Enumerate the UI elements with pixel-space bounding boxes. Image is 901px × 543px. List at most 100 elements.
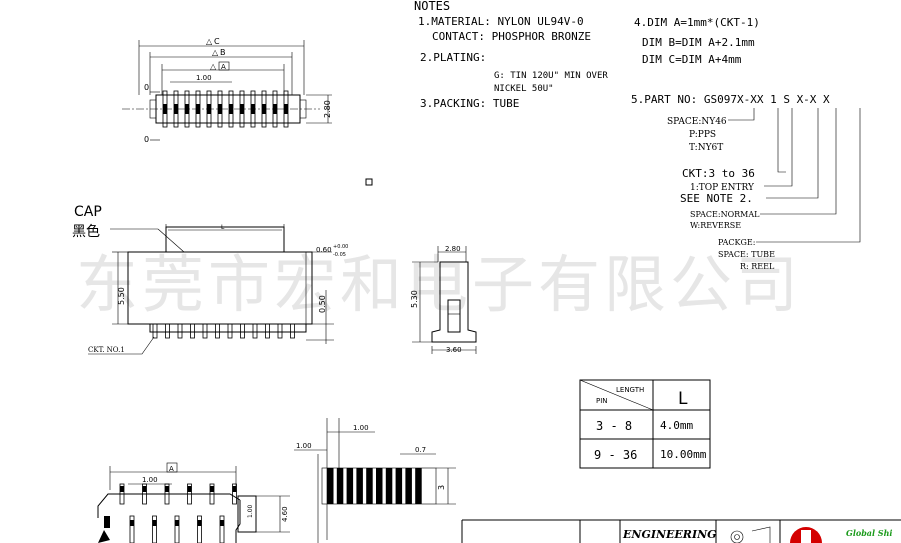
opt-tube: SPACE: TUBE [718,250,775,259]
pcb-pitch-label: 1.00 [142,476,158,484]
note-material: 1.MATERIAL: NYLON UL94V-0 [418,15,584,28]
pad [336,468,344,504]
opt-ckt: CKT:3 to 36 [682,167,755,180]
table-header-length: LENGTH [616,386,644,394]
side-base-width-label: 3.60 [446,346,462,354]
pcb-height-label: 4.60 [281,506,289,522]
pad [415,468,422,504]
top-pin-contact [284,104,288,114]
top-pin-contact [273,104,277,114]
title-engineering: ENGINEERING [622,528,717,541]
top-pin-contact [163,104,167,114]
front-pin-len-label: 0.50 [318,295,327,313]
front-pin [227,323,233,339]
opt-package: PACKGE: [718,238,755,247]
side-height-label: 5.30 [410,290,419,308]
small-marker [365,178,373,186]
table-row-2-pin: 9 - 36 [594,448,637,462]
pad-width-label: 0.7 [415,446,426,454]
notes-block: NOTES 1.MATERIAL: NYLON UL94V-0 CONTACT:… [414,0,760,110]
pcb-pin-upper-fill [232,486,237,492]
dim-b-label: B [220,48,226,57]
top-height-label: 2.80 [323,100,332,118]
note-plating: 2.PLATING: [420,51,486,64]
tol-label: 0.60 [316,246,332,254]
pad-left-label: 1.00 [296,442,312,450]
pad-height-label: 3 [437,485,446,490]
pcb-pin-marker [104,516,110,528]
watermark: 东莞市宏和电子有限公司 [76,248,802,321]
pcb-pins [104,483,237,543]
pad-pitch-label: 1.00 [353,424,369,432]
pcb-pin-upper [142,483,147,505]
svg-text:△: △ [206,37,213,46]
pcb-pin-upper [164,483,170,505]
pcb-pin-upper [187,483,192,505]
ckt-no-label: CKT. NO.1 [88,346,125,354]
pcb-pin-lower [197,515,202,543]
pcb-pin-lower [174,515,180,543]
top-pin-contact [174,104,178,114]
pcb-pin-upper [232,483,237,505]
note-contact: CONTACT: PHOSPHOR BRONZE [432,30,591,43]
title-block: ENGINEERING Global Shi [461,519,901,543]
part-no-label: 5.PART NO: GS097X-XX 1 S X-X X [631,93,830,106]
top-pin-contact [196,104,200,114]
pad [395,468,403,504]
table-header-pin: PIN [596,397,608,405]
side-top-width-label: 2.80 [445,245,461,253]
svg-text:△: △ [212,48,219,57]
pcb-pin-lower-fill [130,520,134,526]
pad-layout: 1.00 1.00 0.7 3 [294,418,456,543]
top-pin-contact [207,104,211,114]
pcb-pin-upper-fill [165,486,169,492]
side-view: 2.80 5.30 3.60 [410,245,477,354]
top-pin-contact [218,104,222,114]
pcb-pin-lower [219,515,225,543]
pcb-width-label: 1.00 [247,504,254,518]
pad [376,468,383,504]
table-header-l: L [678,389,688,409]
pad [385,468,393,504]
front-pin [190,323,195,339]
top-pin-contact [262,104,266,114]
opt-ny6t: T:NY6T [689,143,723,153]
notes-title: NOTES [414,0,450,13]
note-plating-spec1: G: TIN 120U" MIN OVER [494,71,608,81]
tol-minus-label: -0.05 [333,252,346,258]
front-view-pins [152,323,295,339]
opt-reverse: W:REVERSE [690,221,741,230]
pcb-pin-upper-fill [142,486,147,492]
top-pin-contact [229,104,233,114]
note-dim-a: 4.DIM A=1mm*(CKT-1) [634,16,760,29]
top-pitch-label: 1.00 [196,74,212,82]
pcb-pin-lower [129,515,135,543]
pad-array [327,468,422,504]
opt-normal: SPACE:NORMAL [690,210,760,219]
note-dim-b: DIM B=DIM A+2.1mm [642,36,755,49]
table-row-1-pin: 3 - 8 [596,419,632,433]
front-pin [265,323,270,339]
tol-plus-label: +0.00 [333,244,348,250]
front-pin [252,323,258,339]
pcb-layout: A 1.00 4.60 1.00 [97,462,290,543]
note-packing: 3.PACKING: TUBE [420,97,519,110]
top-view: C △ B △ A △ 1.00 0 0 2.80 [122,37,332,144]
front-pin [277,323,283,339]
pcb-pin-lower-fill [175,520,179,526]
top-pin-contact [185,104,189,114]
top-zero-lower: 0 [144,135,149,144]
length-table: LENGTH PIN L 3 - 8 4.0mm 9 - 36 10.00mm [579,379,711,469]
note-dim-c: DIM C=DIM A+4mm [642,53,742,66]
pcb-pin-upper-fill [210,486,214,492]
cap-color-label: 黑色 [72,223,100,240]
pcb-pin-upper-fill [120,486,124,492]
company-logo-icon [790,527,822,543]
dim-c-label: C [214,37,220,46]
front-pin [177,323,183,339]
front-pin [152,323,158,339]
opt-space-ny46: SPACE:NY46 [667,117,727,127]
top-pin-contact [251,104,255,114]
top-zero-upper: 0 [144,83,149,92]
